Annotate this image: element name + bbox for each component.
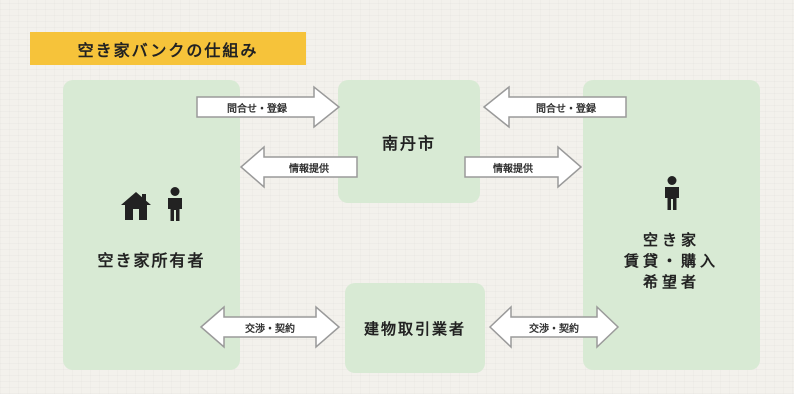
- city-label: 南丹市: [381, 133, 436, 153]
- agent-label: 建物取引業者: [363, 319, 466, 338]
- arrow-owner-to-city: 問合せ・登録: [196, 85, 341, 129]
- city-box: 南丹市: [338, 80, 480, 203]
- arrow-city-to-owner: 情報提供: [239, 145, 358, 189]
- person-icon: [166, 187, 184, 225]
- arrow-label-info-provide: 情報提供: [289, 163, 329, 175]
- seeker-label-line-1: 空き家: [642, 230, 700, 249]
- owner-icons: [120, 187, 184, 225]
- arrow-label-inquiry-register: 問合せ・登録: [227, 103, 287, 115]
- arrow-label-negotiation-contract: 交渉・契約: [529, 323, 579, 335]
- arrow-label-info-provide: 情報提供: [493, 163, 533, 175]
- person-icon: [663, 175, 681, 214]
- arrow-label-inquiry-register: 問合せ・登録: [536, 103, 596, 115]
- house-icon: [120, 191, 152, 225]
- arrow-label-negotiation-contract: 交渉・契約: [245, 323, 295, 335]
- arrow-agent-seeker: 交渉・契約: [488, 305, 620, 349]
- agent-box: 建物取引業者: [345, 283, 485, 373]
- diagram-title: 空き家バンクの仕組み: [30, 32, 306, 65]
- seeker-label-line-3: 希望者: [642, 272, 700, 291]
- arrow-seeker-to-city: 問合せ・登録: [482, 85, 627, 129]
- owner-label: 空き家所有者: [97, 251, 206, 270]
- arrow-owner-agent: 交渉・契約: [199, 305, 341, 349]
- seeker-label-line-2: 賃貸・購入: [623, 251, 719, 270]
- seeker-box: 空き家 賃貸・購入 希望者: [583, 80, 760, 370]
- arrow-city-to-seeker: 情報提供: [464, 145, 583, 189]
